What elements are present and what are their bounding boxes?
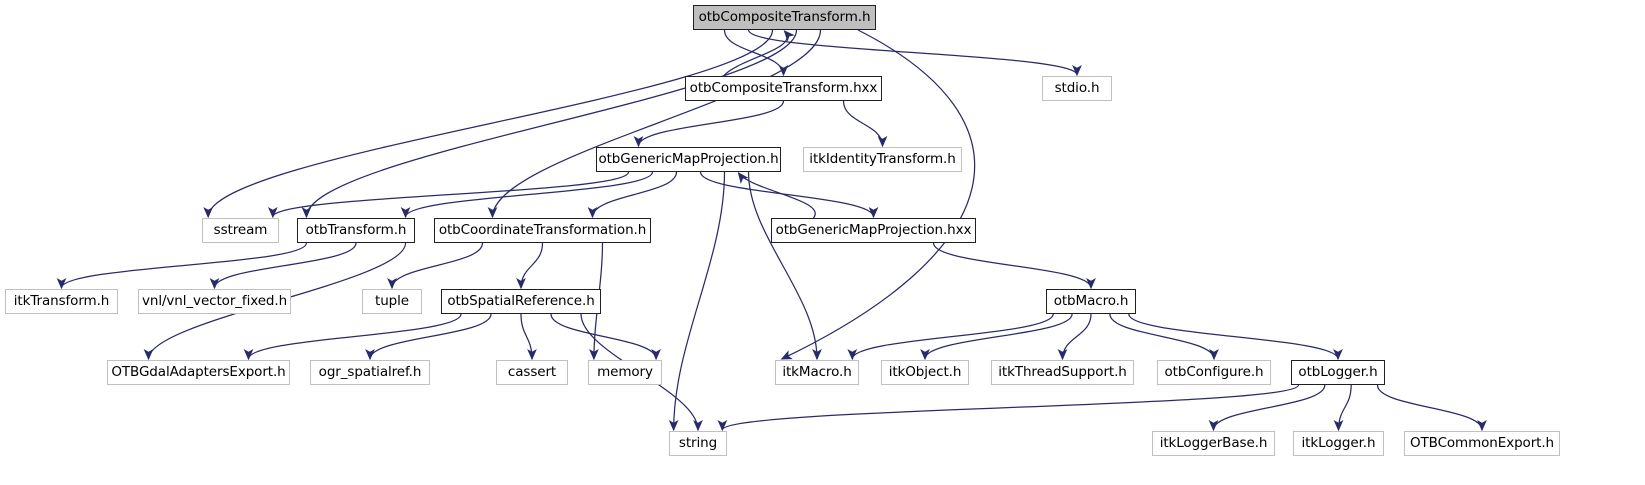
graph-node-otbcommon[interactable]: OTBCommonExport.h: [1404, 431, 1560, 456]
graph-edge-root-to-otbcoord: [487, 29, 822, 219]
graph-edge-gmp-to-string: [668, 171, 726, 432]
graph-node-itkobject[interactable]: itkObject.h: [881, 360, 969, 385]
graph-edge-otblog-to-otbcommon: [1376, 384, 1487, 432]
graph-edge-root-to-otbtr: [301, 29, 798, 219]
graph-edge-root-to-cthxx: [723, 29, 789, 77]
graph-edge-otbmacro-to-itkobject: [920, 313, 1073, 361]
graph-node-otblog[interactable]: otbLogger.h: [1291, 360, 1385, 385]
graph-node-label: itkLogger.h: [1301, 434, 1376, 451]
graph-node-label: otbLogger.h: [1298, 363, 1378, 380]
graph-edge-otbmacro-to-otbconf: [1109, 313, 1219, 361]
graph-node-gmphxx[interactable]: otbGenericMapProjection.hxx: [771, 218, 976, 243]
graph-node-label: stdio.h: [1054, 79, 1100, 96]
graph-node-itkthread[interactable]: itkThreadSupport.h: [991, 360, 1134, 385]
graph-node-tuple[interactable]: tuple: [362, 289, 422, 314]
graph-edge-otbmacro-to-otblog: [1128, 313, 1343, 361]
graph-edge-gmp-to-otbcoord: [587, 171, 678, 219]
graph-edge-otbspat-to-ogrspat: [365, 313, 492, 361]
graph-node-otbspat[interactable]: otbSpatialReference.h: [441, 289, 601, 314]
graph-node-cassert[interactable]: cassert: [496, 360, 568, 385]
graph-node-label: otbCoordinateTransformation.h: [438, 221, 647, 238]
graph-node-label: itkTransform.h: [13, 292, 110, 309]
graph-node-label: itkLoggerBase.h: [1159, 434, 1268, 451]
graph-node-otbmacro[interactable]: otbMacro.h: [1046, 289, 1136, 314]
graph-node-label: OTBGdalAdaptersExport.h: [111, 363, 286, 380]
graph-node-string[interactable]: string: [669, 431, 727, 456]
graph-node-label: itkObject.h: [888, 363, 962, 380]
graph-node-otbtr[interactable]: otbTransform.h: [297, 218, 415, 243]
graph-node-label: otbConfigure.h: [1164, 363, 1264, 380]
graph-node-ogrspat[interactable]: ogr_spatialref.h: [310, 360, 430, 385]
graph-edge-otbmacro-to-itkthread: [1057, 313, 1092, 361]
graph-node-label: otbGenericMapProjection.hxx: [775, 221, 972, 238]
graph-node-gmp[interactable]: otbGenericMapProjection.h: [596, 147, 781, 172]
graph-node-label: otbTransform.h: [305, 221, 407, 238]
graph-edge-gmphxx-to-gmp: [737, 172, 816, 219]
graph-node-label: otbMacro.h: [1053, 292, 1129, 309]
graph-node-itklogger[interactable]: itkLogger.h: [1293, 431, 1384, 456]
graph-node-label: OTBCommonExport.h: [1409, 434, 1555, 451]
graph-edge-cthxx-to-gmp: [633, 100, 785, 148]
graph-node-stdio[interactable]: stdio.h: [1042, 76, 1112, 101]
graph-edge-gmp-to-itkmacro: [747, 171, 822, 361]
graph-node-itklogbase[interactable]: itkLoggerBase.h: [1152, 431, 1275, 456]
graph-edge-otbmacro-to-itkmacro: [847, 313, 1054, 361]
graph-edge-cthxx-to-root: [723, 30, 795, 77]
graph-node-label: itkThreadSupport.h: [998, 363, 1127, 380]
graph-node-label: vnl/vnl_vector_fixed.h: [141, 292, 288, 309]
graph-node-itkident[interactable]: itkIdentityTransform.h: [803, 147, 962, 172]
graph-edge-otblog-to-string: [717, 384, 1300, 432]
graph-edge-gmp-to-gmphxx: [699, 171, 879, 219]
graph-edge-gmphxx-to-otbmacro: [932, 242, 1096, 290]
graph-edge-otbtr-to-vnl: [209, 242, 357, 290]
graph-edge-root-to-stdio: [747, 29, 1082, 77]
graph-node-itktr[interactable]: itkTransform.h: [5, 289, 118, 314]
graph-edge-otbspat-to-memory: [550, 313, 661, 361]
graph-edge-otblog-to-itklogbase: [1208, 384, 1326, 432]
graph-node-label: otbGenericMapProjection.h: [598, 150, 779, 167]
graph-edge-root-to-itkmacro: [780, 29, 976, 360]
graph-node-cthxx[interactable]: otbCompositeTransform.hxx: [685, 76, 882, 101]
graph-node-label: string: [678, 434, 718, 451]
graph-node-label: otbCompositeTransform.hxx: [689, 79, 878, 96]
graph-node-label: tuple: [375, 292, 409, 309]
graph-node-otbconf[interactable]: otbConfigure.h: [1157, 360, 1271, 385]
graph-edge-otbcoord-to-otbspat: [516, 242, 544, 290]
graph-edge-otbcoord-to-tuple: [387, 242, 484, 290]
graph-node-label: ogr_spatialref.h: [318, 363, 422, 380]
graph-node-itkmacro[interactable]: itkMacro.h: [775, 360, 859, 385]
graph-edge-otbtr-to-itktr: [56, 242, 308, 290]
graph-node-label: sstream: [213, 221, 268, 238]
graph-node-vnl[interactable]: vnl/vnl_vector_fixed.h: [138, 289, 291, 314]
graph-node-label: itkMacro.h: [782, 363, 852, 380]
graph-edge-cthxx-to-itkident: [842, 100, 888, 148]
graph-edge-root-to-sstream: [203, 29, 774, 219]
graph-edge-gmp-to-otbtr: [400, 171, 654, 219]
graph-node-label: otbSpatialReference.h: [447, 292, 595, 309]
graph-node-root[interactable]: otbCompositeTransform.h: [693, 5, 876, 30]
graph-edge-otbspat-to-cassert: [520, 313, 537, 361]
graph-node-sstream[interactable]: sstream: [202, 218, 279, 243]
graph-edge-otbspat-to-gdalexp: [243, 313, 462, 361]
graph-edge-gmp-to-sstream: [268, 171, 630, 219]
graph-node-memory[interactable]: memory: [588, 360, 662, 385]
graph-node-label: memory: [597, 363, 653, 380]
graph-node-otbcoord[interactable]: otbCoordinateTransformation.h: [434, 218, 651, 243]
graph-node-label: cassert: [507, 363, 557, 380]
graph-node-label: itkIdentityTransform.h: [809, 150, 956, 167]
graph-node-label: otbCompositeTransform.h: [698, 8, 871, 25]
graph-node-gdalexp[interactable]: OTBGdalAdaptersExport.h: [107, 360, 290, 385]
graph-edge-otblog-to-itklogger: [1333, 384, 1352, 432]
